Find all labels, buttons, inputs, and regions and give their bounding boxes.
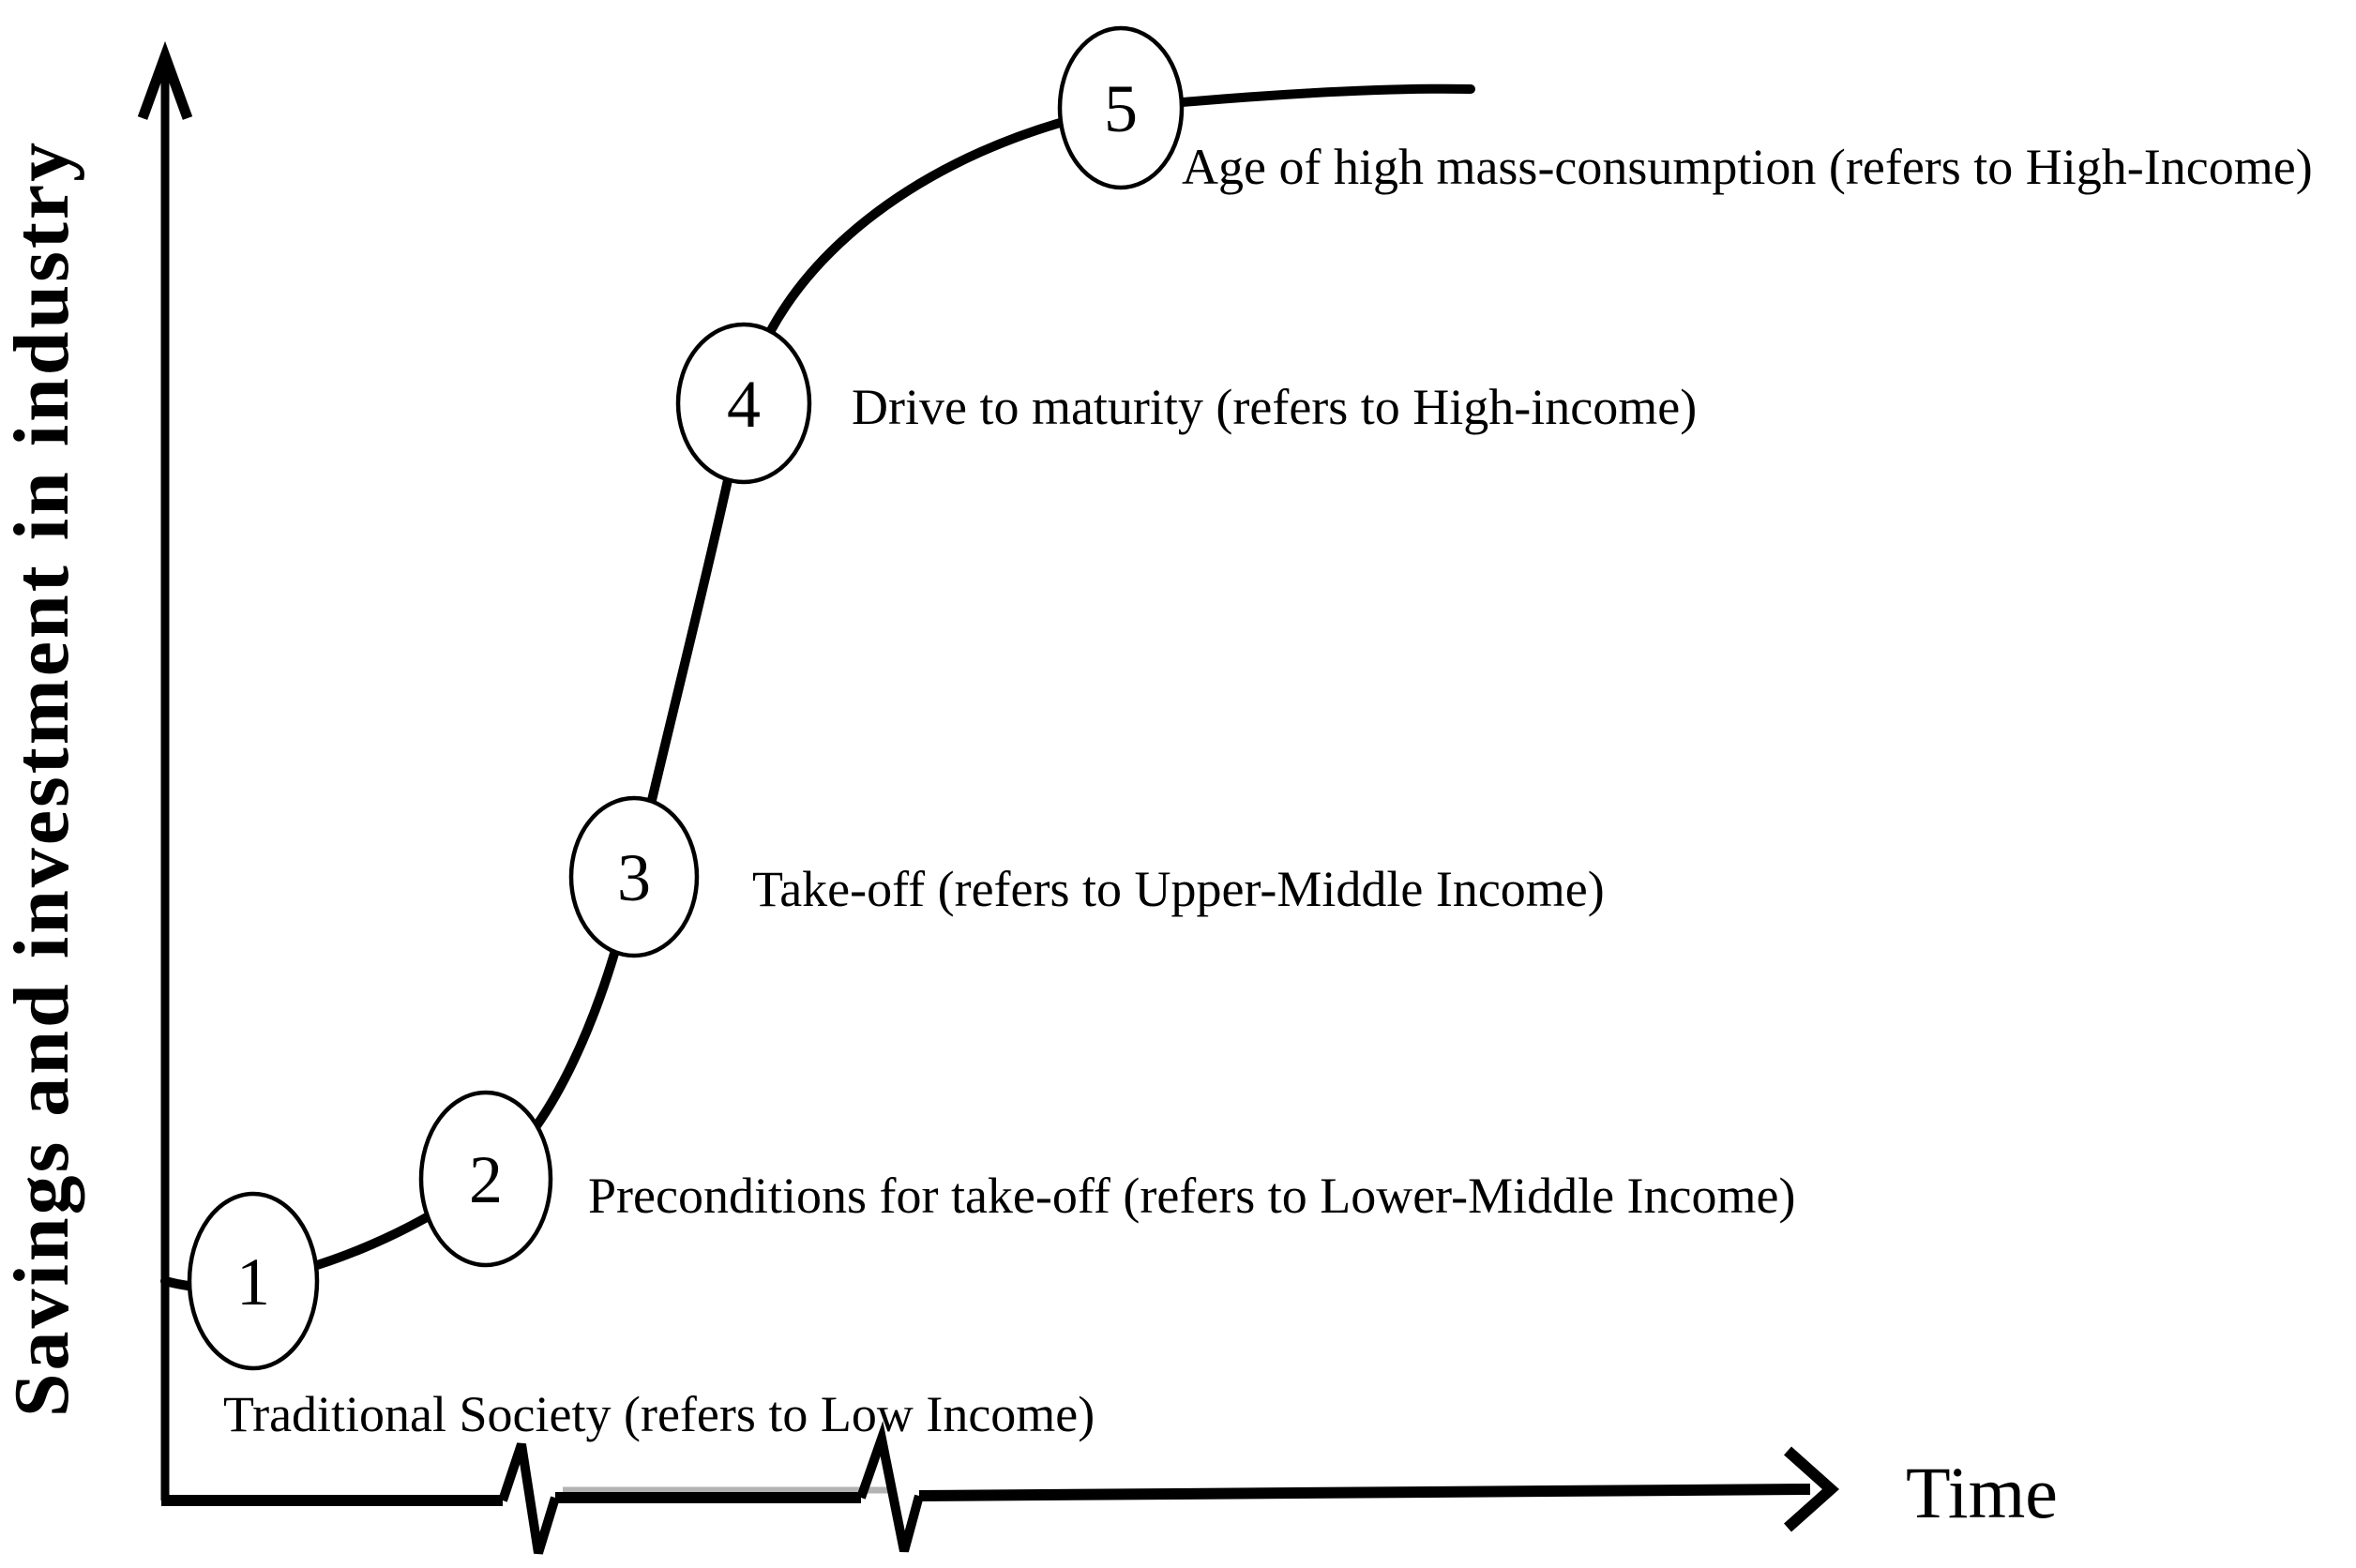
- axis-break-icon-1: [498, 1442, 560, 1555]
- stage-label-traditional-society: Traditional Society (refers to Low Incom…: [223, 1386, 1095, 1442]
- x-axis-segment-right: [918, 1484, 1811, 1501]
- stage-number-1: 1: [236, 1244, 270, 1319]
- stage-label-drive-to-maturity: Drive to maturity (refers to High-income…: [852, 379, 1697, 435]
- growth-curve: [160, 83, 1475, 1292]
- x-axis-title: Time: [1906, 1452, 2058, 1533]
- stage-circle-3: [568, 795, 700, 958]
- stage-label-take-off: Take-off (refers to Upper-Middle Income): [752, 861, 1605, 917]
- y-axis-title: Savings and investment in industry: [0, 140, 85, 1417]
- stage-number-3: 3: [617, 840, 651, 915]
- stage-circle-4: [675, 322, 812, 485]
- stage-number-4: 4: [727, 367, 761, 442]
- stage-number-5: 5: [1104, 71, 1138, 146]
- y-axis-arrowhead-icon: [137, 40, 193, 120]
- x-axis-arrowhead-icon: [1784, 1446, 1840, 1532]
- stage-number-2: 2: [469, 1142, 503, 1217]
- stage-circle-5: [1057, 25, 1185, 190]
- axis-break-icon-2: [856, 1421, 924, 1553]
- stage-label-preconditions: Preconditions for take-off (refers to Lo…: [588, 1168, 1795, 1224]
- stage-circle-2: [418, 1090, 553, 1268]
- stage-circle-1: [187, 1191, 320, 1371]
- stage-label-mass-consumption: Age of high mass-consumption (refers to …: [1182, 139, 2313, 195]
